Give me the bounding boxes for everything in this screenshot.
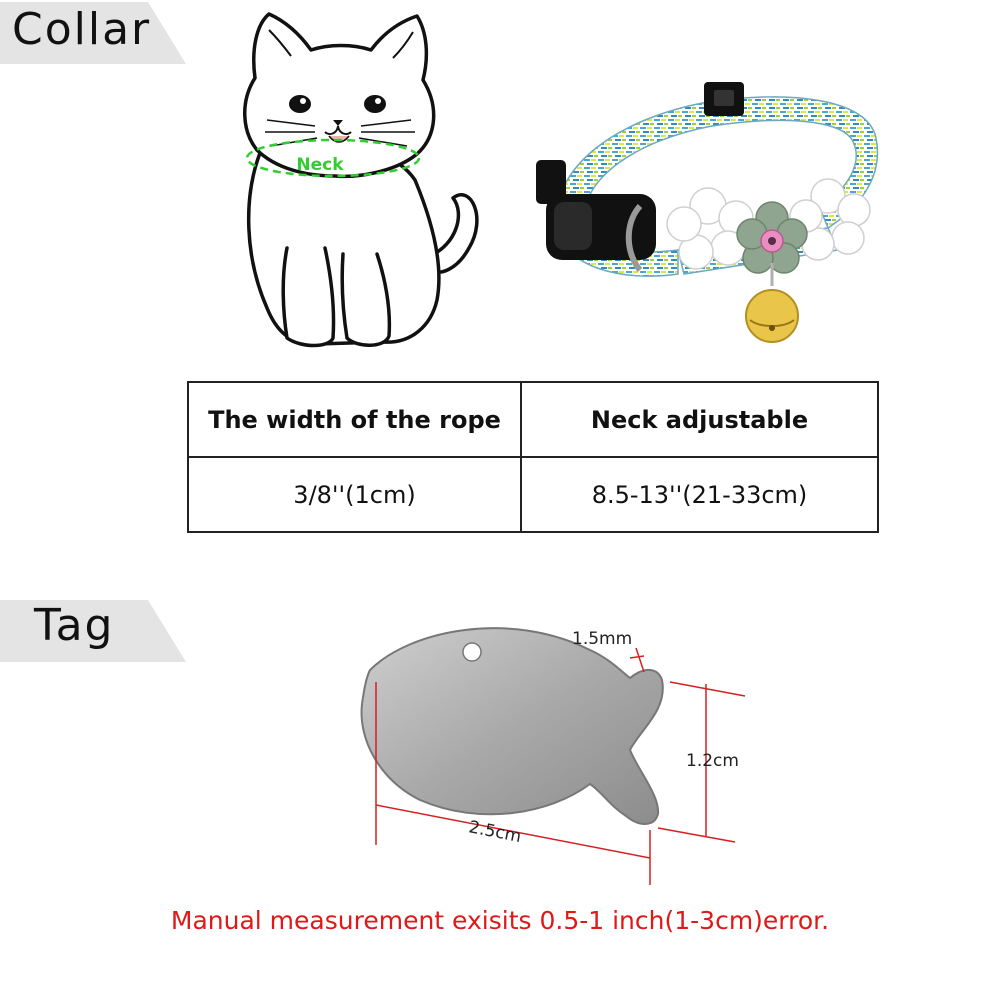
collar-section-label: Collar bbox=[12, 4, 152, 55]
height-label: 1.2cm bbox=[686, 751, 739, 771]
measurement-note: Manual measurement exisits 0.5-1 inch(1-… bbox=[170, 906, 830, 935]
collar-section-tab: Collar bbox=[0, 2, 186, 64]
collar-band bbox=[556, 96, 879, 230]
table-value-row: 3/8''(1cm) 8.5-13''(21-33cm) bbox=[187, 456, 879, 533]
neck-measure-ring bbox=[245, 138, 421, 178]
header-rope-width: The width of the rope bbox=[187, 381, 522, 458]
table-header-row: The width of the rope Neck adjustable bbox=[187, 381, 879, 458]
fish-tag-illustration: 1.5mm 1.2cm 2.5cm bbox=[360, 627, 746, 885]
thickness-label: 1.5mm bbox=[572, 629, 632, 649]
neck-label: Neck bbox=[296, 155, 344, 175]
tag-section-label: Tag bbox=[34, 600, 115, 651]
collar-illustration bbox=[536, 82, 879, 343]
tag-section-tab: Tag bbox=[0, 600, 186, 662]
value-rope-width: 3/8''(1cm) bbox=[187, 456, 522, 533]
lace-flower-left bbox=[666, 187, 754, 270]
bell bbox=[745, 289, 799, 343]
length-label: 2.5cm bbox=[467, 817, 523, 847]
fish-tag bbox=[360, 627, 664, 825]
kitten-illustration: Neck bbox=[243, 12, 479, 348]
value-neck-adjustable: 8.5-13''(21-33cm) bbox=[520, 456, 879, 533]
header-neck-adjustable: Neck adjustable bbox=[520, 381, 879, 458]
size-table: The width of the rope Neck adjustable 3/… bbox=[187, 381, 879, 533]
tag-hole bbox=[462, 642, 482, 662]
lace-flower-right bbox=[789, 178, 871, 261]
d-ring bbox=[625, 204, 643, 272]
